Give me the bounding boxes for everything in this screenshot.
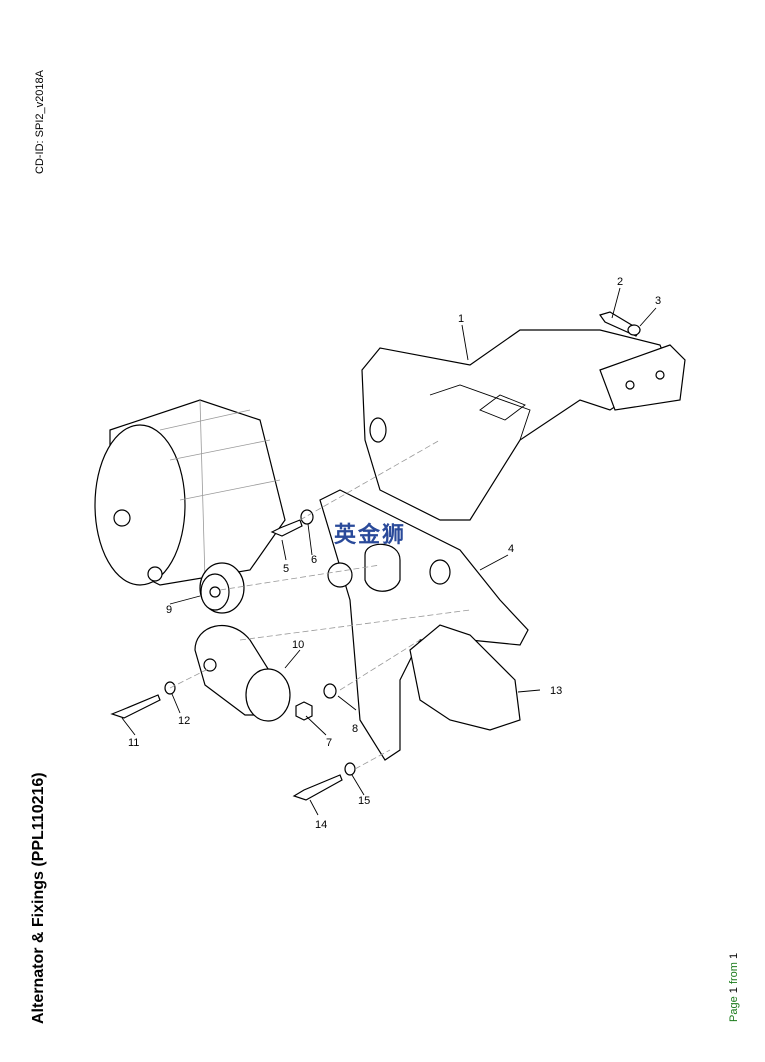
callout-6: 6 — [311, 554, 317, 566]
callout-12: 12 — [178, 715, 190, 727]
plate-part-4 — [319, 489, 529, 761]
callout-2: 2 — [617, 276, 623, 288]
mounting-bracket-part-1 — [361, 329, 686, 521]
washer-part-3 — [627, 324, 641, 336]
callout-14: 14 — [315, 819, 327, 831]
bolt-part-5 — [270, 519, 303, 537]
callout-5: 5 — [283, 563, 289, 575]
bolt-part-14 — [292, 774, 343, 801]
idler-pulley-part-9 — [199, 562, 245, 614]
callout-3: 3 — [655, 295, 661, 307]
callout-11: 11 — [128, 737, 139, 749]
washer-part-6 — [300, 509, 314, 525]
callout-8: 8 — [352, 723, 358, 735]
callout-7: 7 — [326, 737, 332, 749]
callout-10: 10 — [292, 639, 304, 651]
watermark: 英金狮 — [334, 522, 407, 547]
belt-tensioner-part-10 — [194, 624, 291, 722]
callout-9: 9 — [166, 604, 172, 616]
bracket-part-13 — [409, 624, 521, 731]
callout-1: 1 — [458, 313, 464, 325]
callout-15: 15 — [358, 795, 370, 807]
alternator — [94, 399, 286, 586]
callout-4: 4 — [508, 543, 514, 555]
bolt-part-11 — [110, 694, 161, 719]
callout-13: 13 — [550, 685, 562, 697]
washer-part-8 — [323, 683, 337, 699]
washer-part-15 — [344, 762, 356, 776]
nut-part-7 — [295, 701, 313, 721]
callout-labels: 1 2 3 4 5 6 7 8 9 10 11 12 13 14 15 — [128, 276, 661, 831]
